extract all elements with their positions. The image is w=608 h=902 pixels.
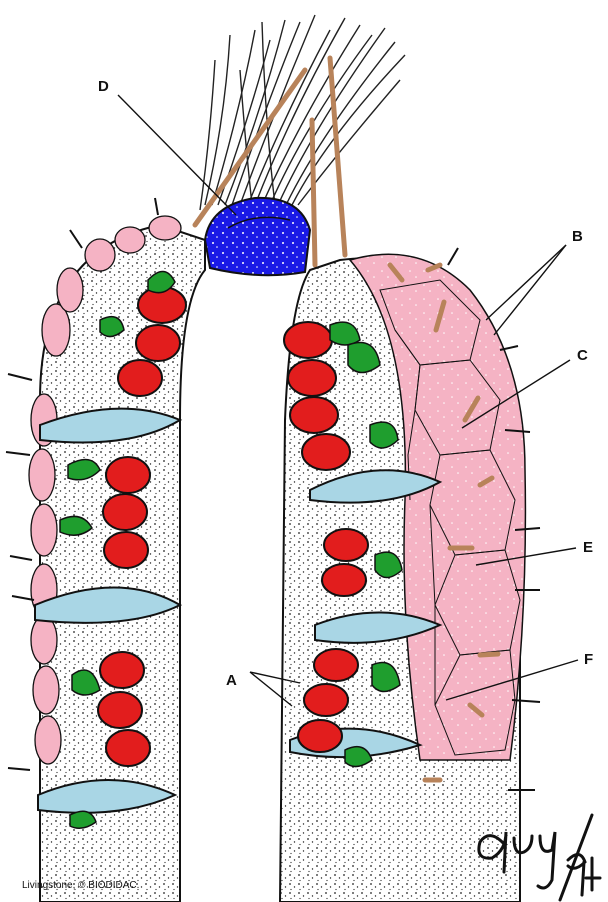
label-f: F	[584, 651, 593, 668]
label-a: A	[226, 672, 237, 689]
credit-text: Livingstone, © BIODIDAC.	[22, 880, 139, 891]
apical-ganglion	[205, 198, 310, 275]
cilia-tuft	[200, 15, 405, 210]
label-c: C	[577, 347, 588, 364]
label-e: E	[583, 539, 593, 556]
label-d: D	[98, 78, 109, 95]
label-b: B	[572, 228, 583, 245]
